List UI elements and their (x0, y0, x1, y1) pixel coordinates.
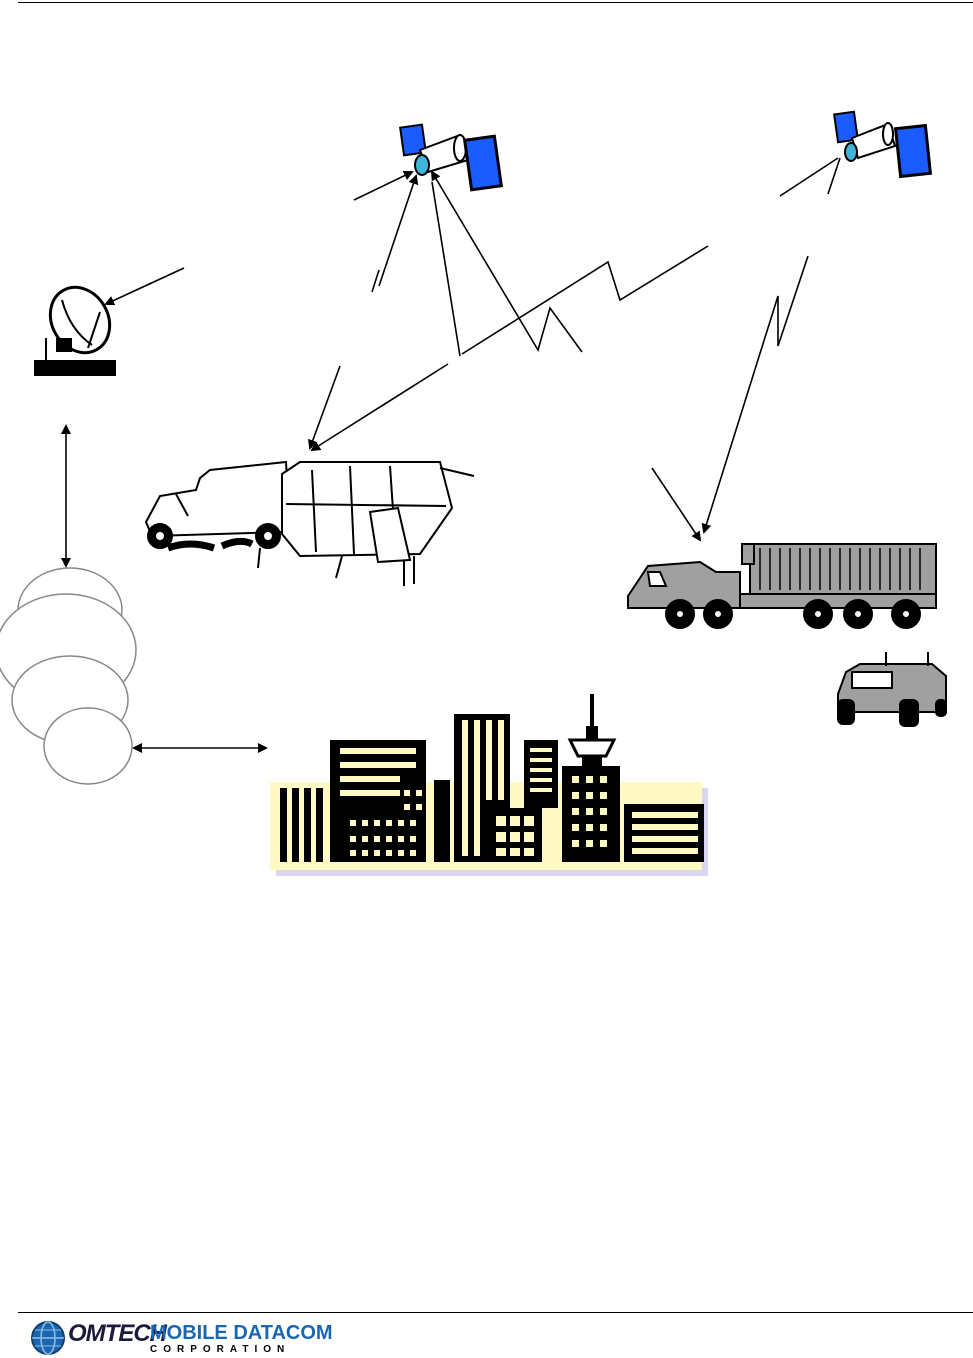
humvee-icon (838, 652, 946, 726)
cloud-icon (0, 568, 136, 784)
links (66, 158, 840, 748)
logo-subtitle: CORPORATION (150, 1344, 290, 1355)
footer-rule (18, 1312, 973, 1313)
satellite-icon (834, 112, 930, 177)
military-truck-icon (628, 544, 936, 628)
truck-shelter-icon (146, 462, 474, 586)
city-skyline-icon (270, 694, 708, 876)
company-logo: OMTECH MOBILE DATACOM CORPORATION (28, 1318, 338, 1358)
network-diagram (0, 0, 973, 1310)
logo-brand-text: MOBILE DATACOM (150, 1322, 333, 1345)
satellite-dish-icon (34, 277, 121, 376)
